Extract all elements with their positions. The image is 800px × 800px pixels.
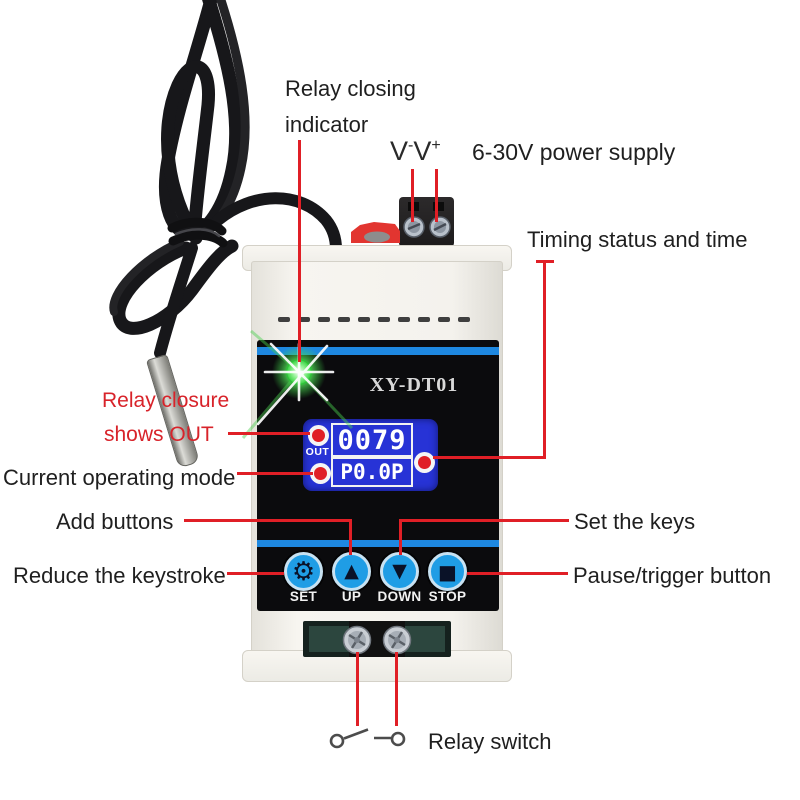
current-mode-label: Current operating mode [3, 465, 236, 490]
display-top-row: 0079 [331, 423, 413, 457]
relay-closing-label-line2: indicator [285, 112, 369, 137]
add-buttons-label: Add buttons [56, 509, 174, 534]
line-timing-horizontal [433, 456, 546, 459]
triangle-down-icon: ▼ [392, 560, 407, 582]
lcd-display: OUT 0079 P0.0P [303, 419, 438, 491]
line-set-keys-vertical [399, 519, 402, 555]
terminal-hole [433, 202, 444, 211]
line-current-mode [237, 472, 313, 475]
line-add-buttons-horizontal [184, 519, 352, 522]
stop-button[interactable]: ■ [428, 552, 467, 591]
din-clip [351, 222, 400, 243]
line-v-plus [435, 169, 438, 222]
up-button-label: UP [341, 589, 362, 604]
relay-closure-label-line1: Relay closure [102, 389, 230, 412]
relay-closing-label-line1: Relay closing [285, 76, 416, 101]
line-relay-switch-right [395, 652, 398, 726]
vent-slots [278, 317, 478, 323]
line-relay-closing-indicator [298, 140, 301, 362]
reduce-keystroke-label: Reduce the keystroke [13, 563, 226, 588]
v-terminal-labels: V-V+ [390, 136, 441, 166]
line-relay-closure [228, 432, 310, 435]
line-add-buttons-vertical [349, 519, 352, 555]
line-v-minus [411, 169, 414, 222]
terminal-pad [405, 626, 445, 652]
terminal-pad [309, 626, 349, 652]
up-button[interactable]: ▲ [332, 552, 371, 591]
pause-trigger-label: Pause/trigger button [573, 563, 772, 588]
relay-screw [342, 625, 412, 655]
line-set-keys-horizontal [399, 519, 569, 522]
mode-indicator-dot [309, 462, 331, 484]
set-keys-label: Set the keys [574, 509, 696, 534]
display-bottom-row: P0.0P [331, 457, 413, 487]
timing-indicator-dot [413, 451, 435, 473]
panel-stripe-bottom [257, 540, 499, 547]
line-relay-switch-left [356, 652, 359, 726]
timing-status-label: Timing status and time [527, 227, 748, 252]
terminal-screw [403, 216, 451, 238]
set-button[interactable]: ⚙ [284, 552, 323, 591]
line-timing-vertical [543, 260, 546, 459]
out-label: OUT [305, 446, 330, 458]
gear-icon: ⚙ [291, 556, 316, 587]
relay-switch-icon [329, 728, 406, 749]
relay-closure-label-line2: shows OUT [104, 423, 214, 446]
line-pause-trigger [467, 572, 568, 575]
stop-square-icon: ■ [438, 559, 457, 584]
relay-switch-label: Relay switch [428, 729, 552, 754]
down-button-label: DOWN [377, 589, 422, 604]
power-supply-label: 6-30V power supply [472, 139, 676, 165]
set-button-label: SET [289, 589, 318, 604]
out-indicator-dot [307, 424, 329, 446]
panel-stripe-top [257, 347, 499, 355]
stop-button-label: STOP [428, 589, 467, 604]
model-label: XY-DT01 [369, 374, 459, 396]
triangle-up-icon: ▲ [344, 560, 359, 582]
line-reduce-keystroke [227, 572, 284, 575]
